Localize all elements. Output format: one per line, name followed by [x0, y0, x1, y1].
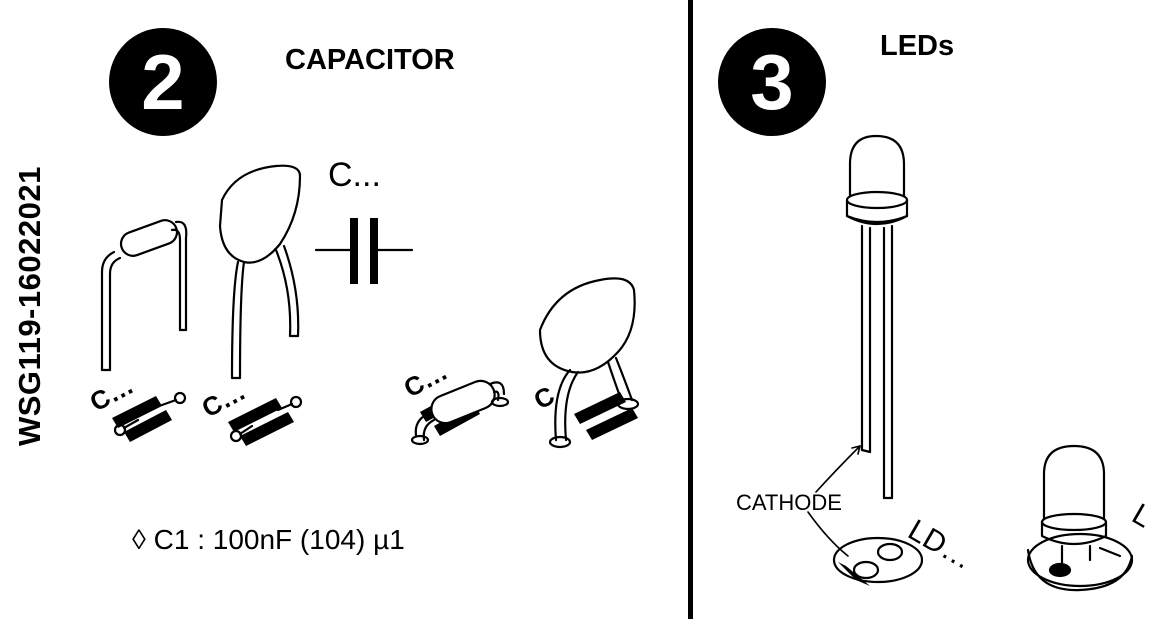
- capacitor-symbol-plate-left: [350, 218, 358, 284]
- led-pad: [832, 536, 924, 586]
- note-marker: ◊: [132, 524, 146, 555]
- disc-capacitor: [218, 164, 302, 380]
- installed-disc-capacitor: [538, 277, 640, 449]
- pcb-label-l: L: [1127, 497, 1153, 534]
- capacitor-symbol-plate-right: [370, 218, 378, 284]
- pcb-label-ld: LD…: [903, 513, 979, 576]
- step-3-badge: 3: [718, 28, 826, 136]
- cathode-pointer: [815, 445, 861, 493]
- capacitor-note: ◊ C1 : 100nF (104) µ1: [132, 524, 405, 556]
- pcb-footprint-1: [112, 391, 187, 442]
- capacitor-symbol-label: C...: [328, 156, 381, 194]
- panel-divider: [688, 0, 693, 619]
- cathode-label: CATHODE: [736, 490, 842, 515]
- axial-capacitor: [100, 219, 188, 372]
- note-text: C1 : 100nF (104) µ1: [153, 524, 405, 555]
- cathode-pointer-2: [807, 511, 849, 557]
- led-installed: [1026, 444, 1134, 592]
- led-loose: [845, 134, 909, 500]
- leds-title: LEDs: [880, 30, 955, 62]
- step-2-badge: 2: [109, 28, 217, 136]
- capacitor-title: CAPACITOR: [285, 44, 455, 76]
- installed-axial-capacitor: [410, 379, 510, 446]
- pcb-footprint-2: [228, 395, 303, 446]
